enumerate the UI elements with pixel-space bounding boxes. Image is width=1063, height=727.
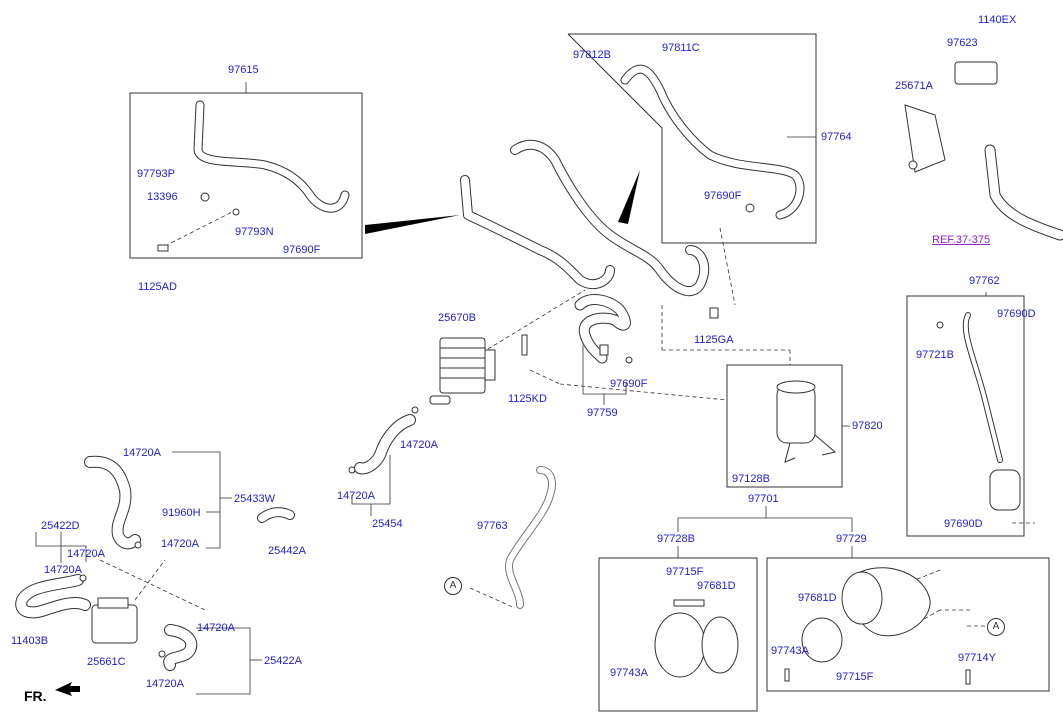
label-97690D-a[interactable]: 97690D [997, 308, 1036, 320]
label-14720A-2[interactable]: 14720A [161, 538, 199, 550]
label-14720A-5[interactable]: 14720A [67, 548, 105, 560]
label-97690F-b[interactable]: 97690F [704, 190, 742, 202]
label-14720A-7[interactable]: 14720A [197, 622, 235, 634]
label-1125KD[interactable]: 1125KD [508, 393, 547, 405]
reference-circle-a-left[interactable]: A [444, 577, 462, 595]
label-97715F-b[interactable]: 97715F [836, 671, 874, 683]
compressor-part-97728B [654, 599, 739, 678]
label-97743A-a[interactable]: 97743A [610, 667, 648, 679]
front-direction-label: FR. [24, 688, 47, 704]
label-97820[interactable]: 97820 [852, 420, 883, 432]
pump-25661C [91, 597, 138, 644]
label-97793P[interactable]: 97793P [137, 168, 175, 180]
label-97690F-c[interactable]: 97690F [610, 378, 648, 390]
label-97764[interactable]: 97764 [821, 131, 852, 143]
label-97690D-b[interactable]: 97690D [944, 518, 983, 530]
label-97728B[interactable]: 97728B [657, 533, 695, 545]
label-97681D-b[interactable]: 97681D [798, 592, 837, 604]
label-97714Y[interactable]: 97714Y [958, 652, 996, 664]
label-97615[interactable]: 97615 [228, 64, 259, 76]
label-97812B[interactable]: 97812B [573, 49, 611, 61]
compressor-97729 [801, 567, 931, 663]
label-14720A-3[interactable]: 14720A [400, 439, 438, 451]
receiver-drier-97820 [776, 380, 837, 463]
label-25670B[interactable]: 25670B [438, 312, 476, 324]
drier-97762 [989, 469, 1021, 511]
label-97729[interactable]: 97729 [836, 533, 867, 545]
components [79, 61, 1021, 685]
label-13396[interactable]: 13396 [147, 191, 178, 203]
label-25671A[interactable]: 25671A [895, 80, 933, 92]
label-97743A-b[interactable]: 97743A [771, 645, 809, 657]
ref-37-375-link[interactable]: REF.37-375 [932, 234, 991, 246]
label-97762[interactable]: 97762 [969, 275, 1000, 287]
label-97128B[interactable]: 97128B [732, 473, 770, 485]
hoses [15, 64, 1063, 671]
box-97762 [906, 295, 1025, 537]
fr-arrow-icon [55, 682, 80, 696]
label-25442A[interactable]: 25442A [268, 545, 306, 557]
label-1140EX[interactable]: 1140EX [978, 14, 1017, 26]
label-1125AD[interactable]: 1125AD [138, 281, 177, 293]
box-97764 [567, 33, 817, 244]
bracket-25671A [904, 104, 946, 173]
label-1125GA[interactable]: 1125GA [694, 334, 734, 346]
label-14720A-1[interactable]: 14720A [123, 447, 161, 459]
label-97759[interactable]: 97759 [587, 407, 618, 419]
label-25422D[interactable]: 25422D [41, 520, 80, 532]
leader-lines [35, 82, 1035, 695]
label-97681D-a[interactable]: 97681D [697, 580, 736, 592]
label-97793N[interactable]: 97793N [235, 226, 274, 238]
callout-wedge-right [618, 170, 640, 224]
label-11403B[interactable]: 11403B [11, 635, 49, 647]
reference-circle-a-right[interactable]: A [987, 618, 1005, 636]
valve-97623 [954, 61, 998, 85]
box-97729 [766, 557, 1050, 692]
label-97715F-a[interactable]: 97715F [666, 566, 704, 578]
label-25661C[interactable]: 25661C [87, 656, 126, 668]
label-25422A[interactable]: 25422A [264, 655, 302, 667]
label-97701[interactable]: 97701 [748, 493, 779, 505]
label-97721B[interactable]: 97721B [916, 349, 954, 361]
cooler-25670B [429, 337, 496, 405]
label-97690F-a[interactable]: 97690F [283, 244, 321, 256]
group-boxes [129, 33, 1050, 712]
label-91960H[interactable]: 91960H [162, 507, 201, 519]
label-25433W[interactable]: 25433W [234, 493, 275, 505]
label-97811C[interactable]: 97811C [662, 42, 700, 54]
callout-wedge-left [365, 215, 460, 234]
label-14720A-4[interactable]: 14720A [337, 490, 375, 502]
label-14720A-6[interactable]: 14720A [44, 564, 82, 576]
label-14720A-8[interactable]: 14720A [146, 678, 184, 690]
label-25454[interactable]: 25454 [372, 518, 403, 530]
label-97763[interactable]: 97763 [477, 520, 508, 532]
label-97623[interactable]: 97623 [947, 37, 978, 49]
